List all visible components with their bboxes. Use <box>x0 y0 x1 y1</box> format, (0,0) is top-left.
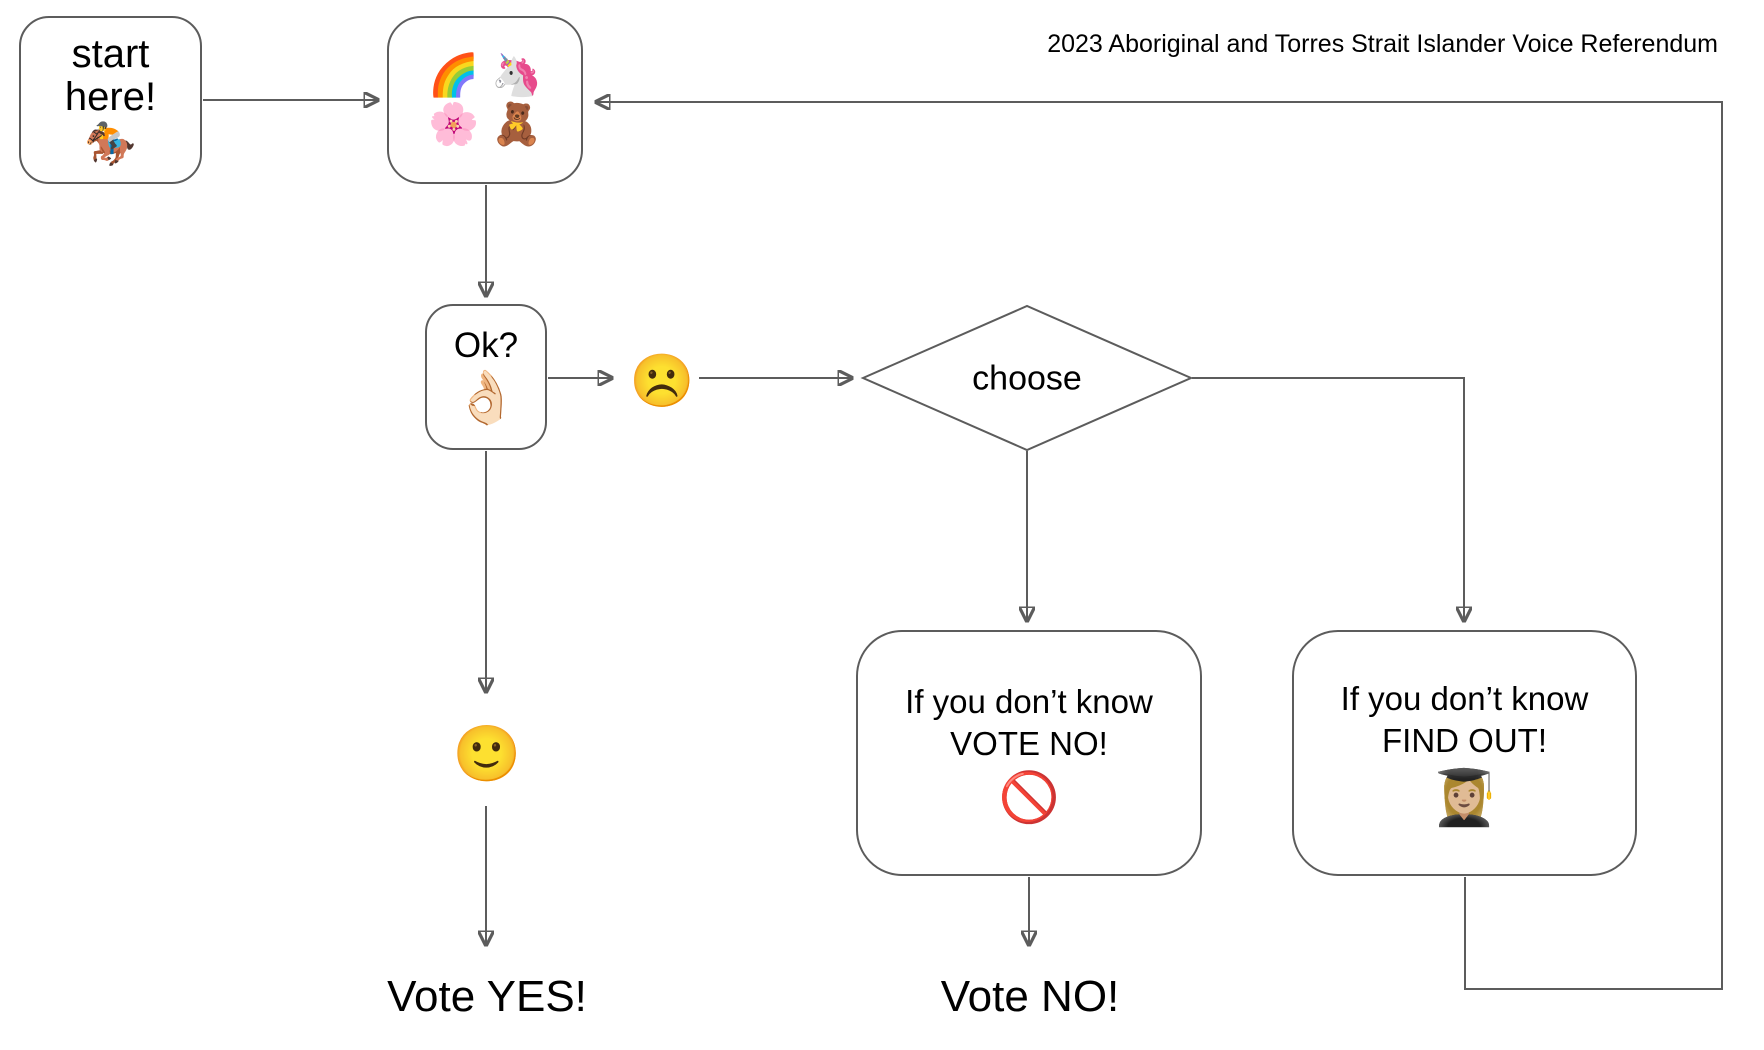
page-title: 2023 Aboriginal and Torres Strait Island… <box>1047 30 1718 58</box>
smiling-face-emoji: 🙂 <box>452 721 522 786</box>
node-nice-things: 🌈 🦄 🌸 🧸 <box>387 16 583 184</box>
start-text-line1: start <box>71 31 150 76</box>
graduate-emoji: 👩🏼‍🎓 <box>1430 766 1499 830</box>
find-out-box-line1: If you don’t know <box>1340 680 1589 718</box>
edge-choose-to-findout-box <box>1192 377 1464 620</box>
node-start: start here! 🏇 <box>19 16 202 184</box>
prohibited-emoji: 🚫 <box>998 769 1060 827</box>
ok-text: Ok? <box>453 326 519 366</box>
vote-yes-label: Vote YES! <box>387 972 587 1021</box>
start-text-line2: here! <box>64 74 157 119</box>
vote-no-box-line2: VOTE NO! <box>950 725 1108 763</box>
unicorn-emoji: 🦄 <box>491 50 543 99</box>
vote-no-label: Vote NO! <box>940 972 1120 1021</box>
node-if-dont-know-find-out: If you don’t know FIND OUT! 👩🏼‍🎓 <box>1292 630 1637 876</box>
frowning-face-emoji: ☹️ <box>629 351 695 412</box>
vote-no-box-line1: If you don’t know <box>905 683 1153 721</box>
horse-racing-emoji: 🏇 <box>84 119 137 169</box>
nice-things-emoji-grid: 🌈 🦄 🌸 🧸 <box>427 50 543 148</box>
node-ok: Ok? 👌🏻 <box>425 304 547 450</box>
rainbow-emoji: 🌈 <box>427 50 479 99</box>
cherry-blossom-emoji: 🌸 <box>427 100 479 148</box>
node-if-dont-know-vote-no: If you don’t know VOTE NO! 🚫 <box>856 630 1202 876</box>
ok-hand-emoji: 👌🏻 <box>453 368 519 429</box>
choose-diamond-label: choose <box>972 359 1082 398</box>
teddy-bear-emoji: 🧸 <box>491 100 543 148</box>
choose-diamond-shape <box>860 304 1194 452</box>
find-out-box-line2: FIND OUT! <box>1382 722 1547 760</box>
edge-findout-loop-to-nice <box>597 102 1723 990</box>
